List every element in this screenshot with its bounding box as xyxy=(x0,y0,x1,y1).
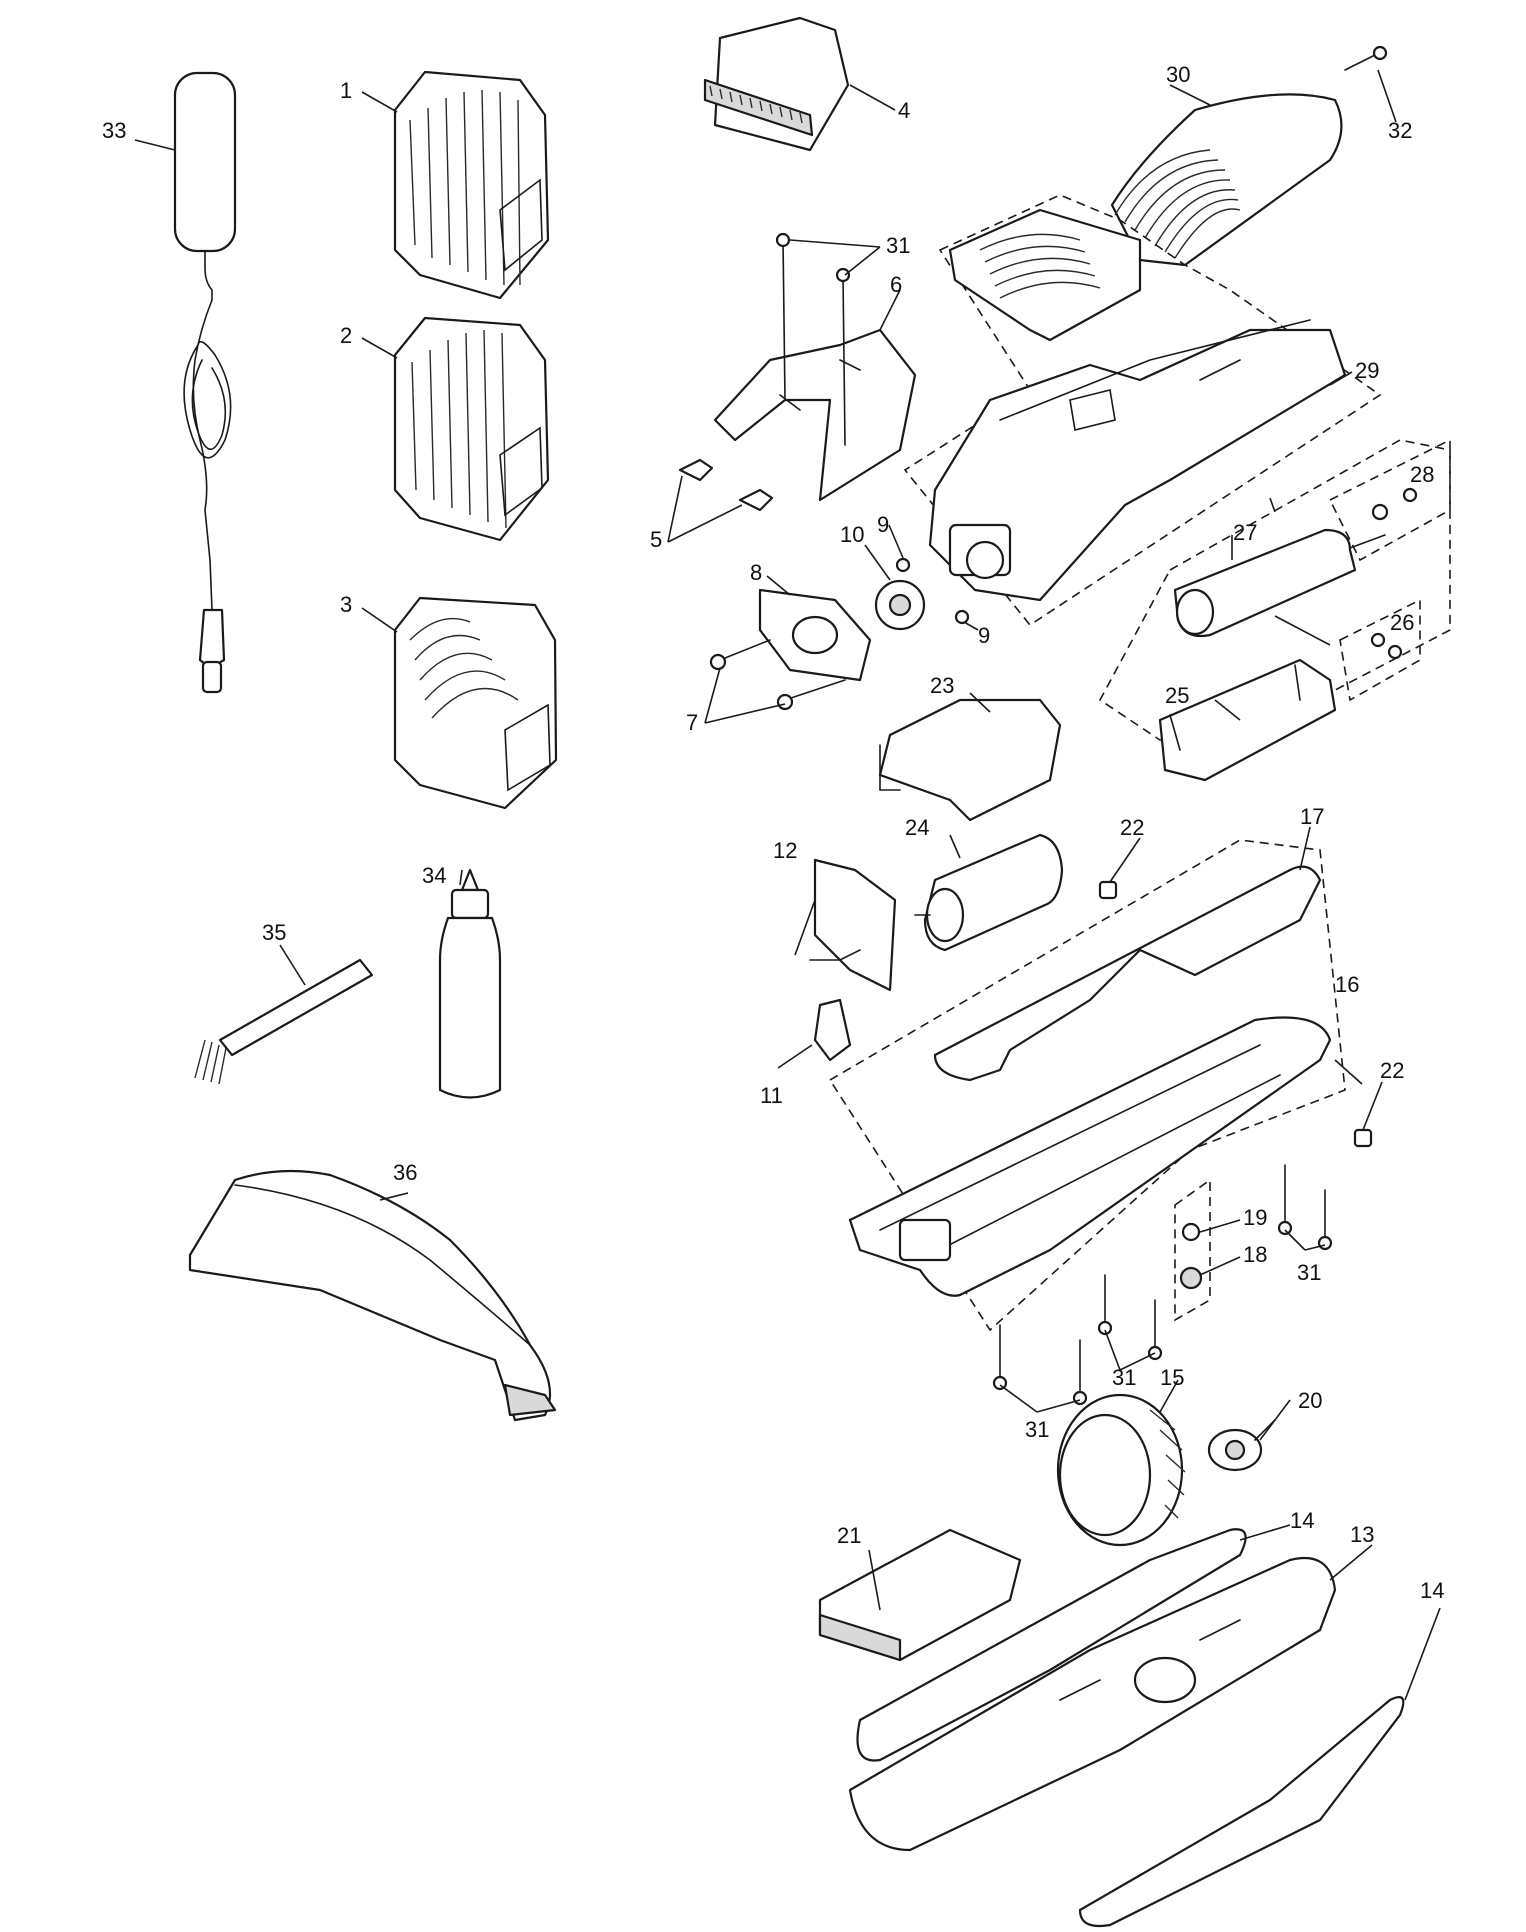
label-10: 10 xyxy=(840,522,864,547)
label-8: 8 xyxy=(750,560,762,585)
label-23: 23 xyxy=(930,673,954,698)
nut-18 xyxy=(1179,1266,1203,1290)
label-34: 34 xyxy=(422,863,446,888)
comb-attachment-3 xyxy=(393,596,558,810)
dial-ring-15 xyxy=(1056,1393,1186,1547)
label-33: 33 xyxy=(102,118,126,143)
clip-22-upper xyxy=(1098,880,1118,900)
motor xyxy=(914,833,1064,952)
label-31-left: 31 xyxy=(1025,1417,1049,1442)
blade-unit xyxy=(703,16,850,152)
label-18: 18 xyxy=(1243,1242,1267,1267)
label-31-middle: 31 xyxy=(1112,1365,1136,1390)
label-26: 26 xyxy=(1390,610,1414,635)
bearing-10 xyxy=(874,579,926,631)
label-19: 19 xyxy=(1243,1205,1267,1230)
side-panel-14-lower xyxy=(1078,1696,1405,1928)
battery-holder xyxy=(1158,658,1337,782)
label-31-right: 31 xyxy=(1297,1260,1321,1285)
label-28: 28 xyxy=(1410,462,1434,487)
label-1: 1 xyxy=(340,78,352,103)
knob-20 xyxy=(1207,1419,1276,1472)
clips-5 xyxy=(678,458,774,512)
label-36: 36 xyxy=(393,1160,417,1185)
head-frame xyxy=(928,319,1347,602)
clip-22-lower xyxy=(1353,1128,1373,1148)
battery xyxy=(1173,528,1386,638)
lower-frame xyxy=(848,1016,1332,1297)
contacts-26 xyxy=(1339,598,1421,702)
label-29: 29 xyxy=(1355,358,1379,383)
screws-31-upper xyxy=(775,232,851,446)
upper-cover xyxy=(1110,93,1343,267)
label-9-lower: 9 xyxy=(978,623,990,648)
switch-12 xyxy=(809,858,897,992)
label-35: 35 xyxy=(262,920,286,945)
cleaning-brush xyxy=(194,958,374,1085)
label-22-lower: 22 xyxy=(1380,1058,1404,1083)
label-24: 24 xyxy=(905,815,929,840)
label-2: 2 xyxy=(340,323,352,348)
comb-attachment-1 xyxy=(393,70,550,300)
label-25: 25 xyxy=(1165,683,1189,708)
assembly-group-lower xyxy=(828,839,1346,1332)
rings-9 xyxy=(895,557,970,625)
label-5: 5 xyxy=(650,527,662,552)
screws-7 xyxy=(709,639,846,711)
label-20: 20 xyxy=(1298,1388,1322,1413)
label-12: 12 xyxy=(773,838,797,863)
label-4: 4 xyxy=(898,98,910,123)
assembly-group-battery xyxy=(1098,439,1451,746)
grille-insert xyxy=(948,208,1142,342)
slider-11 xyxy=(813,998,852,1062)
label-14-upper: 14 xyxy=(1290,1508,1314,1533)
gasket-17 xyxy=(933,865,1322,1082)
label-15: 15 xyxy=(1160,1365,1184,1390)
screw-32 xyxy=(1344,45,1388,71)
label-7: 7 xyxy=(686,710,698,735)
label-16: 16 xyxy=(1335,972,1359,997)
label-9-upper: 9 xyxy=(877,512,889,537)
assembly-group-spring xyxy=(1174,1178,1211,1322)
label-21: 21 xyxy=(837,1523,861,1548)
bottom-housing-13 xyxy=(848,1556,1337,1852)
mount-plate-8 xyxy=(758,588,872,682)
label-14-lower: 14 xyxy=(1420,1578,1444,1603)
cutter-holder-21 xyxy=(818,1528,1022,1662)
motor-bracket xyxy=(878,698,1062,822)
side-panel-14-upper xyxy=(856,1528,1247,1762)
label-31-top: 31 xyxy=(886,233,910,258)
label-13: 13 xyxy=(1350,1522,1374,1547)
label-11: 11 xyxy=(760,1083,783,1108)
ac-adapter xyxy=(173,71,237,694)
label-30: 30 xyxy=(1166,62,1190,87)
rear-cover xyxy=(713,328,917,502)
label-6: 6 xyxy=(890,272,902,297)
comb-attachment-2 xyxy=(393,316,550,542)
spring-19 xyxy=(1181,1222,1201,1242)
assembly-group-upper xyxy=(903,194,1382,627)
label-27: 27 xyxy=(1233,520,1257,545)
callout-labels: 33 1 2 3 4 30 32 31 6 29 5 10 9 28 27 8 … xyxy=(102,62,1444,1603)
washer-28 xyxy=(1328,438,1451,562)
oil-bottle xyxy=(438,868,502,1099)
label-3: 3 xyxy=(340,592,352,617)
leader-lines xyxy=(134,69,1441,1701)
label-32: 32 xyxy=(1388,118,1412,143)
label-17: 17 xyxy=(1300,804,1324,829)
storage-case xyxy=(188,1169,557,1422)
label-22-upper: 22 xyxy=(1120,815,1144,840)
